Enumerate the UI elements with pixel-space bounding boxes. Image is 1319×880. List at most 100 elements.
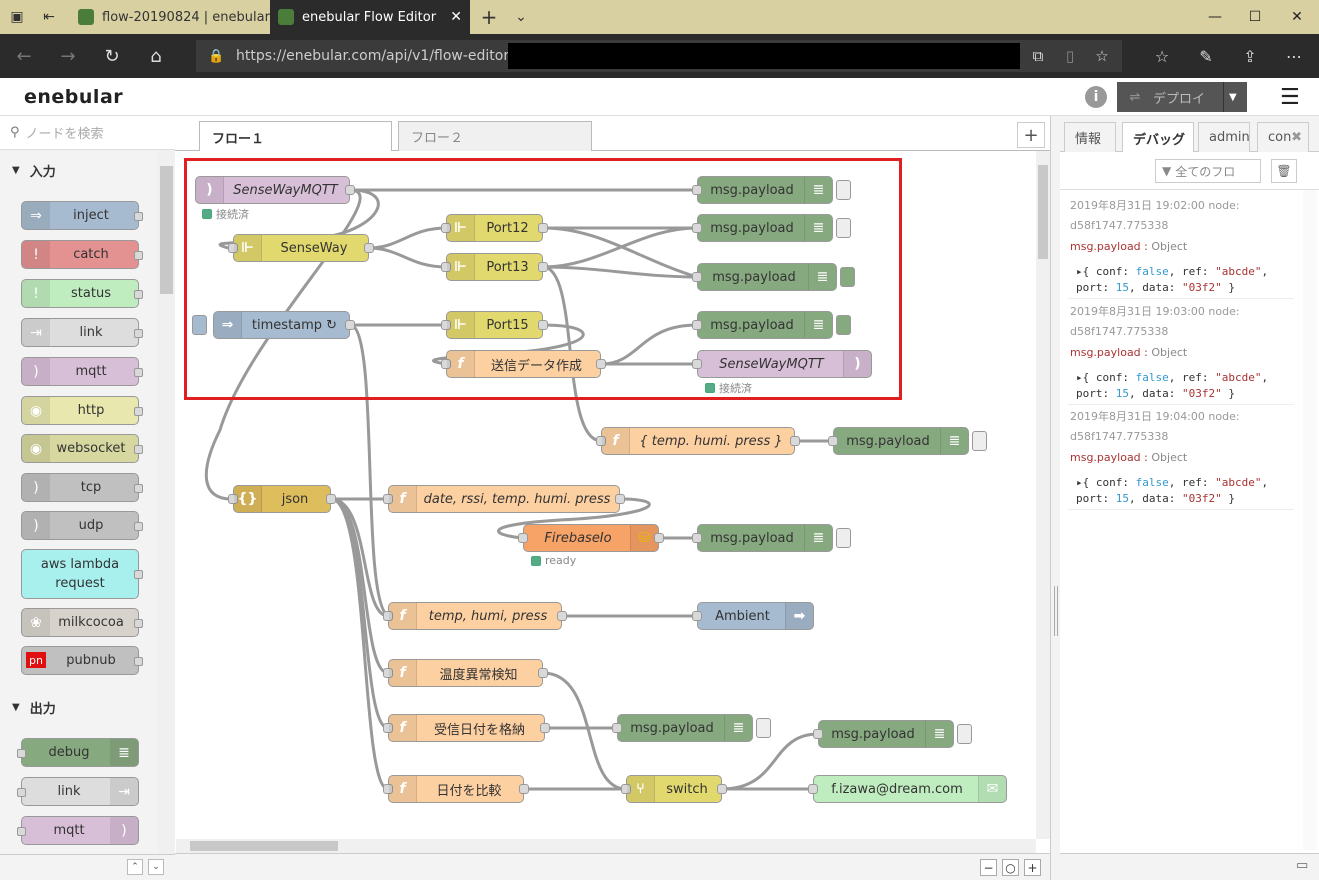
port[interactable] (345, 185, 355, 195)
port[interactable] (596, 436, 606, 446)
port[interactable] (621, 784, 631, 794)
debug-toggle-button[interactable] (957, 724, 972, 744)
expand-all-icon[interactable]: ⌄ (148, 859, 164, 875)
message-object[interactable]: ▸{ conf: false, ref: "abcde", port: 15, … (1070, 258, 1292, 296)
close-tab-icon[interactable]: ✖ (1291, 130, 1302, 145)
port[interactable] (441, 320, 451, 330)
tab-debug[interactable]: デバッグ (1122, 122, 1194, 153)
sidebar-scrollbar[interactable] (1303, 190, 1317, 850)
port[interactable] (441, 223, 451, 233)
port[interactable] (383, 668, 393, 678)
port[interactable] (717, 784, 727, 794)
set-aside-tabs-icon[interactable]: ⇤ (43, 9, 55, 25)
debug-toggle-button[interactable] (836, 528, 851, 548)
collapse-all-icon[interactable]: ⌃ (127, 859, 143, 875)
port[interactable] (383, 723, 393, 733)
caret-down-icon[interactable]: ▼ (1229, 91, 1237, 103)
tab-flow-2[interactable]: フロー２ (398, 121, 592, 151)
new-tab-icon[interactable]: + (480, 5, 498, 29)
favorites-icon[interactable]: ☆ (1154, 46, 1170, 66)
port[interactable] (692, 320, 702, 330)
flow-node-debug-8[interactable]: msg.payload≣ (813, 720, 972, 748)
info-icon[interactable]: i (1085, 86, 1107, 108)
inject-button[interactable] (192, 315, 207, 335)
canvas-horizontal-scrollbar[interactable] (176, 839, 1036, 853)
flow-node-fn-temp-humi-press-brace[interactable]: f{ temp. humi. press } (596, 427, 800, 455)
palette-node-milkcocoa[interactable]: ❀milkcocoa (21, 608, 143, 637)
flow-node-debug-7[interactable]: msg.payload≣ (612, 714, 771, 742)
browser-tab-editor[interactable]: enebular Flow Editor ✕ (270, 0, 470, 34)
port[interactable] (692, 272, 702, 282)
port[interactable] (692, 359, 702, 369)
debug-toggle-button[interactable] (836, 218, 851, 238)
hamburger-menu-icon[interactable]: ☰ (1280, 85, 1300, 110)
back-icon[interactable]: ← (16, 45, 32, 67)
debug-toggle-button[interactable] (840, 267, 855, 287)
share-icon[interactable]: ⇪ (1243, 46, 1257, 66)
flow-node-debug-4[interactable]: msg.payload≣ (692, 311, 851, 339)
url-text[interactable]: https://enebular.com/api/v1/flow-editor/… (236, 48, 554, 64)
tab-info[interactable]: 情報 (1064, 122, 1116, 152)
zoom-in-icon[interactable]: + (1024, 859, 1041, 876)
popout-icon[interactable]: ▭ (1296, 858, 1309, 873)
tab-actions-icon[interactable]: ▣ (10, 9, 24, 25)
port[interactable] (538, 223, 548, 233)
port[interactable] (813, 729, 823, 739)
port[interactable] (692, 611, 702, 621)
port[interactable] (326, 494, 336, 504)
port[interactable] (540, 723, 550, 733)
scroll-thumb[interactable] (1038, 165, 1048, 259)
flow-node-debug-6[interactable]: msg.payload≣ (692, 524, 851, 552)
flow-node-debug-2[interactable]: msg.payload≣ (692, 214, 851, 242)
port[interactable] (519, 784, 529, 794)
window-close-icon[interactable]: ✕ (1291, 9, 1303, 25)
port[interactable] (808, 784, 818, 794)
palette-node-websocket[interactable]: ◉websocket (21, 434, 143, 463)
debug-message[interactable]: 2019年8月31日 19:02:00 node: d58f1747.77533… (1068, 194, 1294, 299)
port[interactable] (228, 243, 238, 253)
debug-filter-button[interactable]: ▼全てのフロ (1155, 159, 1261, 183)
flow-node-json[interactable]: {}json (228, 485, 336, 513)
palette-node-catch[interactable]: !catch (21, 240, 143, 269)
flow-node-email[interactable]: f.izawa@dream.com✉ (808, 775, 1007, 803)
canvas-vertical-scrollbar[interactable] (1036, 151, 1050, 839)
clear-debug-button[interactable]: 🗑 (1271, 159, 1297, 183)
port[interactable] (557, 611, 567, 621)
scroll-thumb[interactable] (190, 841, 338, 851)
port[interactable] (228, 494, 238, 504)
message-node-id[interactable]: d58f1747.775338 (1070, 325, 1169, 338)
port[interactable] (538, 668, 548, 678)
sidebar-splitter[interactable] (1050, 116, 1060, 880)
debug-toggle-button[interactable] (836, 315, 851, 335)
palette-search-input[interactable]: ⚲ ノードを検索 (0, 116, 175, 150)
port[interactable] (692, 223, 702, 233)
port[interactable] (383, 784, 393, 794)
palette-node-mqtt-out[interactable]: mqtt) (17, 816, 139, 845)
forward-icon[interactable]: → (60, 45, 76, 67)
port[interactable] (828, 436, 838, 446)
home-icon[interactable]: ⌂ (150, 45, 162, 67)
palette-node-tcp[interactable]: )tcp (21, 473, 143, 502)
flow-node-ambient[interactable]: Ambient➡ (692, 602, 814, 630)
reading-view-icon[interactable]: ▯ (1065, 47, 1075, 65)
flow-node-port12[interactable]: ⊩Port12 (441, 214, 548, 242)
debug-message[interactable]: 2019年8月31日 19:04:00 node: d58f1747.77533… (1068, 405, 1294, 510)
message-object[interactable]: ▸{ conf: false, ref: "abcde", port: 15, … (1070, 469, 1292, 507)
more-icon[interactable]: ⋯ (1286, 46, 1302, 66)
palette-node-link[interactable]: ⇥link (21, 318, 143, 347)
palette-node-mqtt[interactable]: )mqtt (21, 357, 143, 386)
port[interactable] (383, 611, 393, 621)
palette-node-status[interactable]: !status (21, 279, 143, 308)
message-object[interactable]: ▸{ conf: false, ref: "abcde", port: 15, … (1070, 364, 1292, 402)
palette-node-http[interactable]: ◉http (21, 396, 143, 425)
port[interactable] (612, 723, 622, 733)
port[interactable] (383, 494, 393, 504)
zoom-out-icon[interactable]: − (980, 859, 997, 876)
message-node-id[interactable]: d58f1747.775338 (1070, 219, 1169, 232)
browser-tab-flow[interactable]: flow-20190824 | enebular (70, 0, 270, 34)
port[interactable] (538, 262, 548, 272)
